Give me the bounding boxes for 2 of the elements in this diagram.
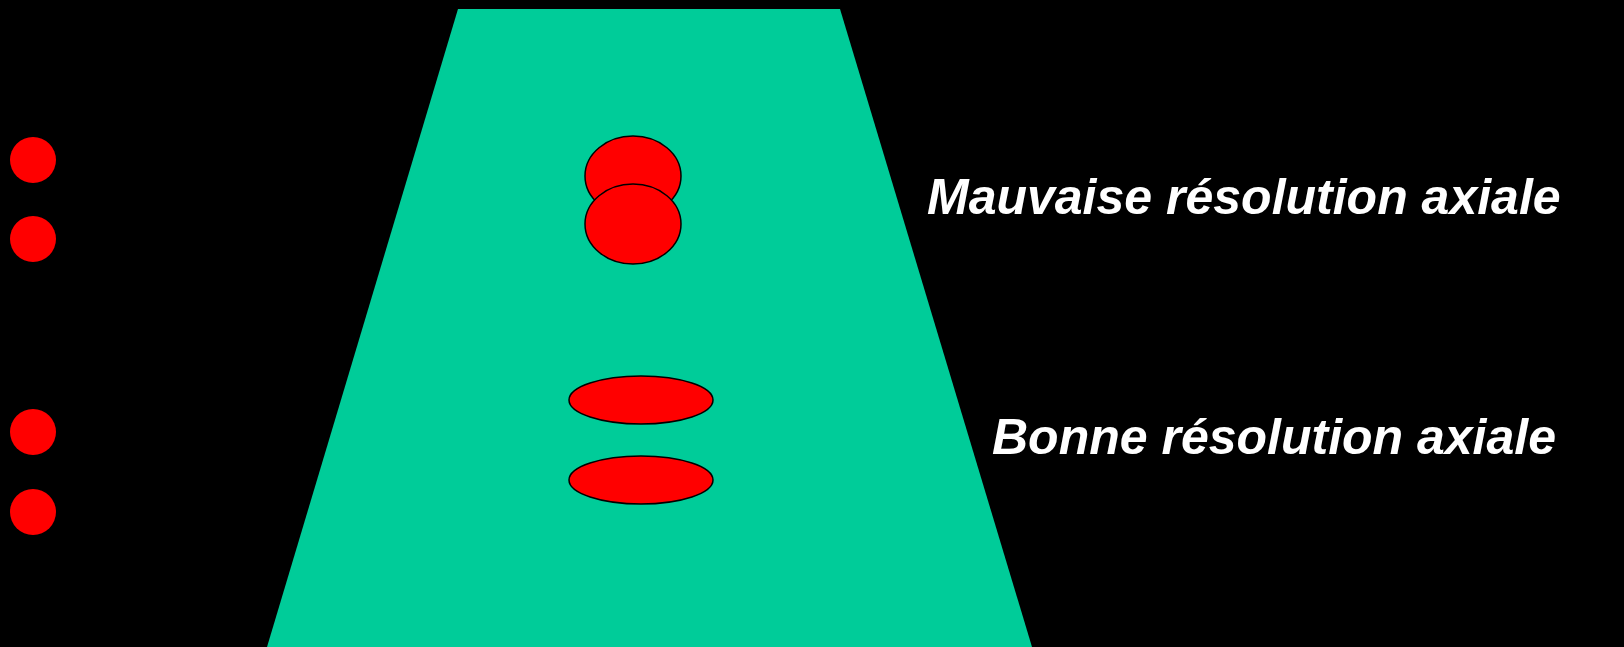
resolution-caption: Bonne résolution axiale [992,412,1556,462]
resolution-caption: Mauvaise résolution axiale [927,172,1561,222]
